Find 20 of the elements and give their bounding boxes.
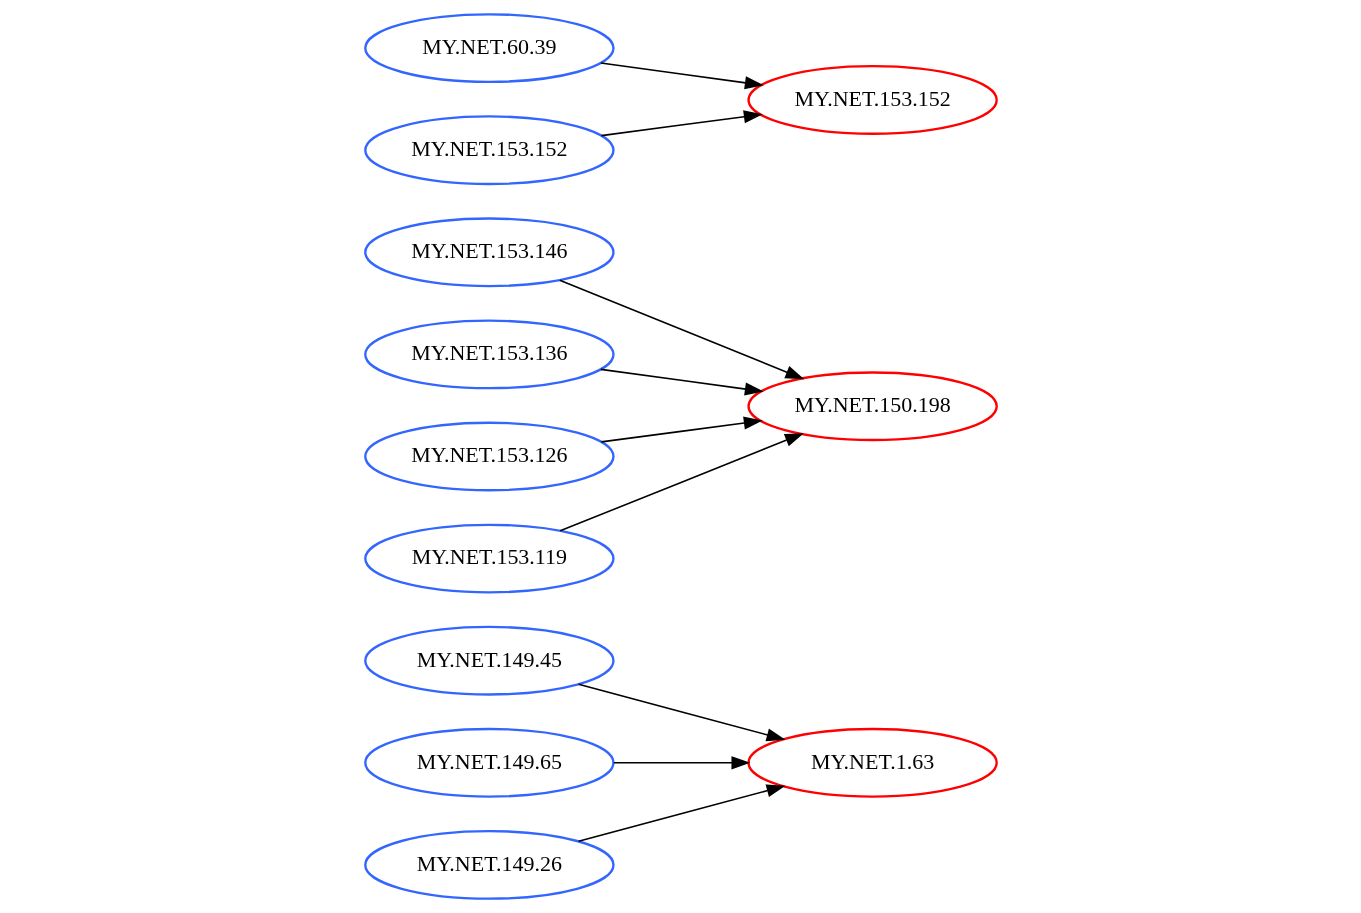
arrow xyxy=(599,368,764,396)
node-ellipse: MY.NET.153.152 xyxy=(746,65,998,135)
arrow xyxy=(577,683,785,742)
node-ellipse: MY.NET.153.126 xyxy=(363,421,615,492)
arrow xyxy=(558,433,804,532)
node-ellipse: MY.NET.60.39 xyxy=(363,13,615,84)
arrow xyxy=(612,756,750,770)
arrow xyxy=(600,416,763,443)
node-ellipse: MY.NET.153.152 xyxy=(363,115,615,186)
arrow xyxy=(599,62,764,90)
node-ellipse: MY.NET.149.45 xyxy=(363,625,615,696)
arrow xyxy=(577,784,785,843)
node-ellipse: MY.NET.153.119 xyxy=(363,523,615,594)
node-ellipse: MY.NET.153.146 xyxy=(363,217,615,288)
arrow xyxy=(558,279,804,380)
node-ellipse: MY.NET.150.198 xyxy=(746,371,998,442)
node-ellipse: MY.NET.149.65 xyxy=(363,727,615,798)
node-ellipse: MY.NET.149.26 xyxy=(363,829,615,900)
node-ellipse: MY.NET.153.136 xyxy=(363,319,615,390)
arrow xyxy=(600,110,763,137)
